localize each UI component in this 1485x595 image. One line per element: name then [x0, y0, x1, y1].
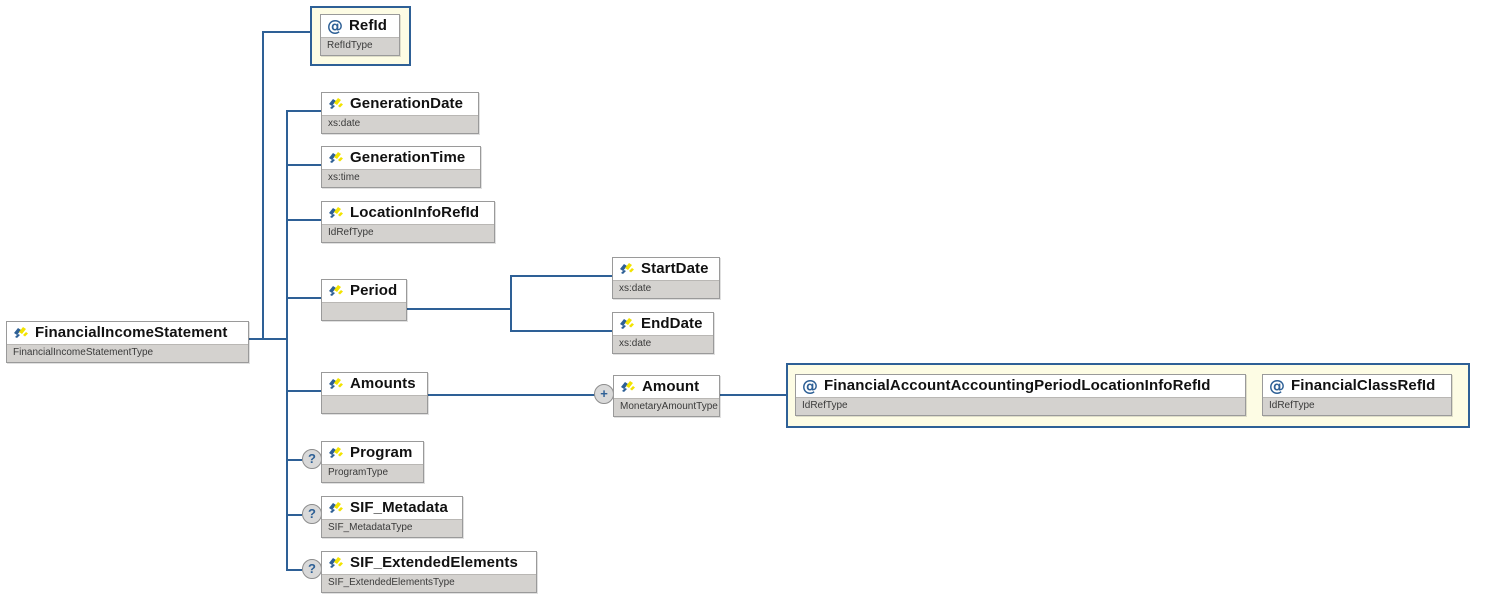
element-icon: [620, 379, 636, 395]
node-refid[interactable]: @ RefId RefIdType: [320, 14, 400, 56]
node-locationinforefid[interactable]: LocationInfoRefId IdRefType: [321, 201, 495, 243]
node-header: FinancialIncomeStatement: [7, 322, 248, 344]
node-type: RefIdType: [321, 37, 399, 55]
connector-generationtime: [286, 164, 321, 166]
repeating-marker-amount[interactable]: +: [594, 384, 614, 404]
node-header: Amounts: [322, 373, 427, 395]
node-type: SIF_ExtendedElementsType: [322, 574, 536, 592]
node-type: FinancialIncomeStatementType: [7, 344, 248, 362]
element-icon: [328, 445, 344, 461]
node-type: ProgramType: [322, 464, 423, 482]
node-title: FinancialIncomeStatement: [35, 324, 228, 341]
node-title: FinancialAccountAccountingPeriodLocation…: [824, 377, 1211, 394]
connector-refid: [262, 31, 310, 33]
element-icon: [328, 283, 344, 299]
connector-amounts-out: [428, 394, 595, 396]
node-title: GenerationTime: [350, 149, 466, 166]
node-title: Program: [350, 444, 413, 461]
node-title: EndDate: [641, 315, 703, 332]
node-title: LocationInfoRefId: [350, 204, 480, 221]
node-financialincomestatement[interactable]: FinancialIncomeStatement FinancialIncome…: [6, 321, 249, 363]
element-icon: [328, 376, 344, 392]
node-startdate[interactable]: StartDate xs:date: [612, 257, 720, 299]
node-header: StartDate: [613, 258, 719, 280]
node-header: @ RefId: [321, 15, 399, 37]
node-header: Amount: [614, 376, 719, 398]
node-type: [322, 395, 427, 413]
connector-root-stub: [248, 338, 288, 340]
connector-amount-attributes: [720, 394, 786, 396]
node-header: GenerationTime: [322, 147, 480, 169]
connector-amounts: [286, 390, 321, 392]
connector-element-trunk: [286, 110, 288, 570]
node-header: SIF_ExtendedElements: [322, 552, 536, 574]
element-icon: [328, 555, 344, 571]
node-type: IdRefType: [1263, 397, 1451, 415]
node-title: Amounts: [350, 375, 416, 392]
node-title: SIF_Metadata: [350, 499, 448, 516]
connector-program: [286, 459, 302, 461]
connector-generationdate: [286, 110, 321, 112]
node-type: xs:date: [322, 115, 478, 133]
node-header: LocationInfoRefId: [322, 202, 494, 224]
attribute-icon: @: [1269, 376, 1285, 395]
optional-marker-sif-metadata[interactable]: ?: [302, 504, 322, 524]
node-period[interactable]: Period: [321, 279, 407, 321]
node-financialclassrefid[interactable]: @ FinancialClassRefId IdRefType: [1262, 374, 1452, 416]
connector-startdate: [510, 275, 612, 277]
connector-locationinforefid: [286, 219, 321, 221]
node-header: Period: [322, 280, 406, 302]
node-type: IdRefType: [322, 224, 494, 242]
element-icon: [619, 316, 635, 332]
element-icon: [13, 325, 29, 341]
node-amounts[interactable]: Amounts: [321, 372, 428, 414]
node-header: @ FinancialAccountAccountingPeriodLocati…: [796, 375, 1245, 397]
node-title: FinancialClassRefId: [1291, 377, 1436, 394]
optional-marker-program[interactable]: ?: [302, 449, 322, 469]
connector-period-trunk: [510, 275, 512, 331]
node-generationtime[interactable]: GenerationTime xs:time: [321, 146, 481, 188]
element-icon: [328, 150, 344, 166]
optional-marker-sif-extendedelements[interactable]: ?: [302, 559, 322, 579]
node-header: @ FinancialClassRefId: [1263, 375, 1451, 397]
element-icon: [328, 96, 344, 112]
node-header: EndDate: [613, 313, 713, 335]
node-title: Amount: [642, 378, 700, 395]
node-title: Period: [350, 282, 398, 299]
connector-attribute-trunk: [262, 31, 264, 340]
attribute-icon: @: [327, 16, 343, 35]
node-type: xs:date: [613, 280, 719, 298]
node-type: [322, 302, 406, 320]
node-type: SIF_MetadataType: [322, 519, 462, 537]
node-program[interactable]: Program ProgramType: [321, 441, 424, 483]
node-header: Program: [322, 442, 423, 464]
connector-sifextendedelements: [286, 569, 302, 571]
element-icon: [328, 500, 344, 516]
node-type: xs:time: [322, 169, 480, 187]
node-financialaccountaccountingperiodlocationinforefid[interactable]: @ FinancialAccountAccountingPeriodLocati…: [795, 374, 1246, 416]
node-generationdate[interactable]: GenerationDate xs:date: [321, 92, 479, 134]
node-title: RefId: [349, 17, 387, 34]
node-amount[interactable]: Amount MonetaryAmountType: [613, 375, 720, 417]
node-enddate[interactable]: EndDate xs:date: [612, 312, 714, 354]
node-header: SIF_Metadata: [322, 497, 462, 519]
node-type: xs:date: [613, 335, 713, 353]
node-type: MonetaryAmountType: [614, 398, 719, 416]
connector-period-out: [407, 308, 511, 310]
node-sif-extendedelements[interactable]: SIF_ExtendedElements SIF_ExtendedElement…: [321, 551, 537, 593]
node-title: StartDate: [641, 260, 709, 277]
connector-sifmetadata: [286, 514, 302, 516]
element-icon: [619, 261, 635, 277]
connector-enddate: [510, 330, 612, 332]
connector-period: [286, 297, 321, 299]
node-sif-metadata[interactable]: SIF_Metadata SIF_MetadataType: [321, 496, 463, 538]
node-title: GenerationDate: [350, 95, 464, 112]
node-type: IdRefType: [796, 397, 1245, 415]
node-header: GenerationDate: [322, 93, 478, 115]
node-title: SIF_ExtendedElements: [350, 554, 518, 571]
attribute-icon: @: [802, 376, 818, 395]
element-icon: [328, 205, 344, 221]
